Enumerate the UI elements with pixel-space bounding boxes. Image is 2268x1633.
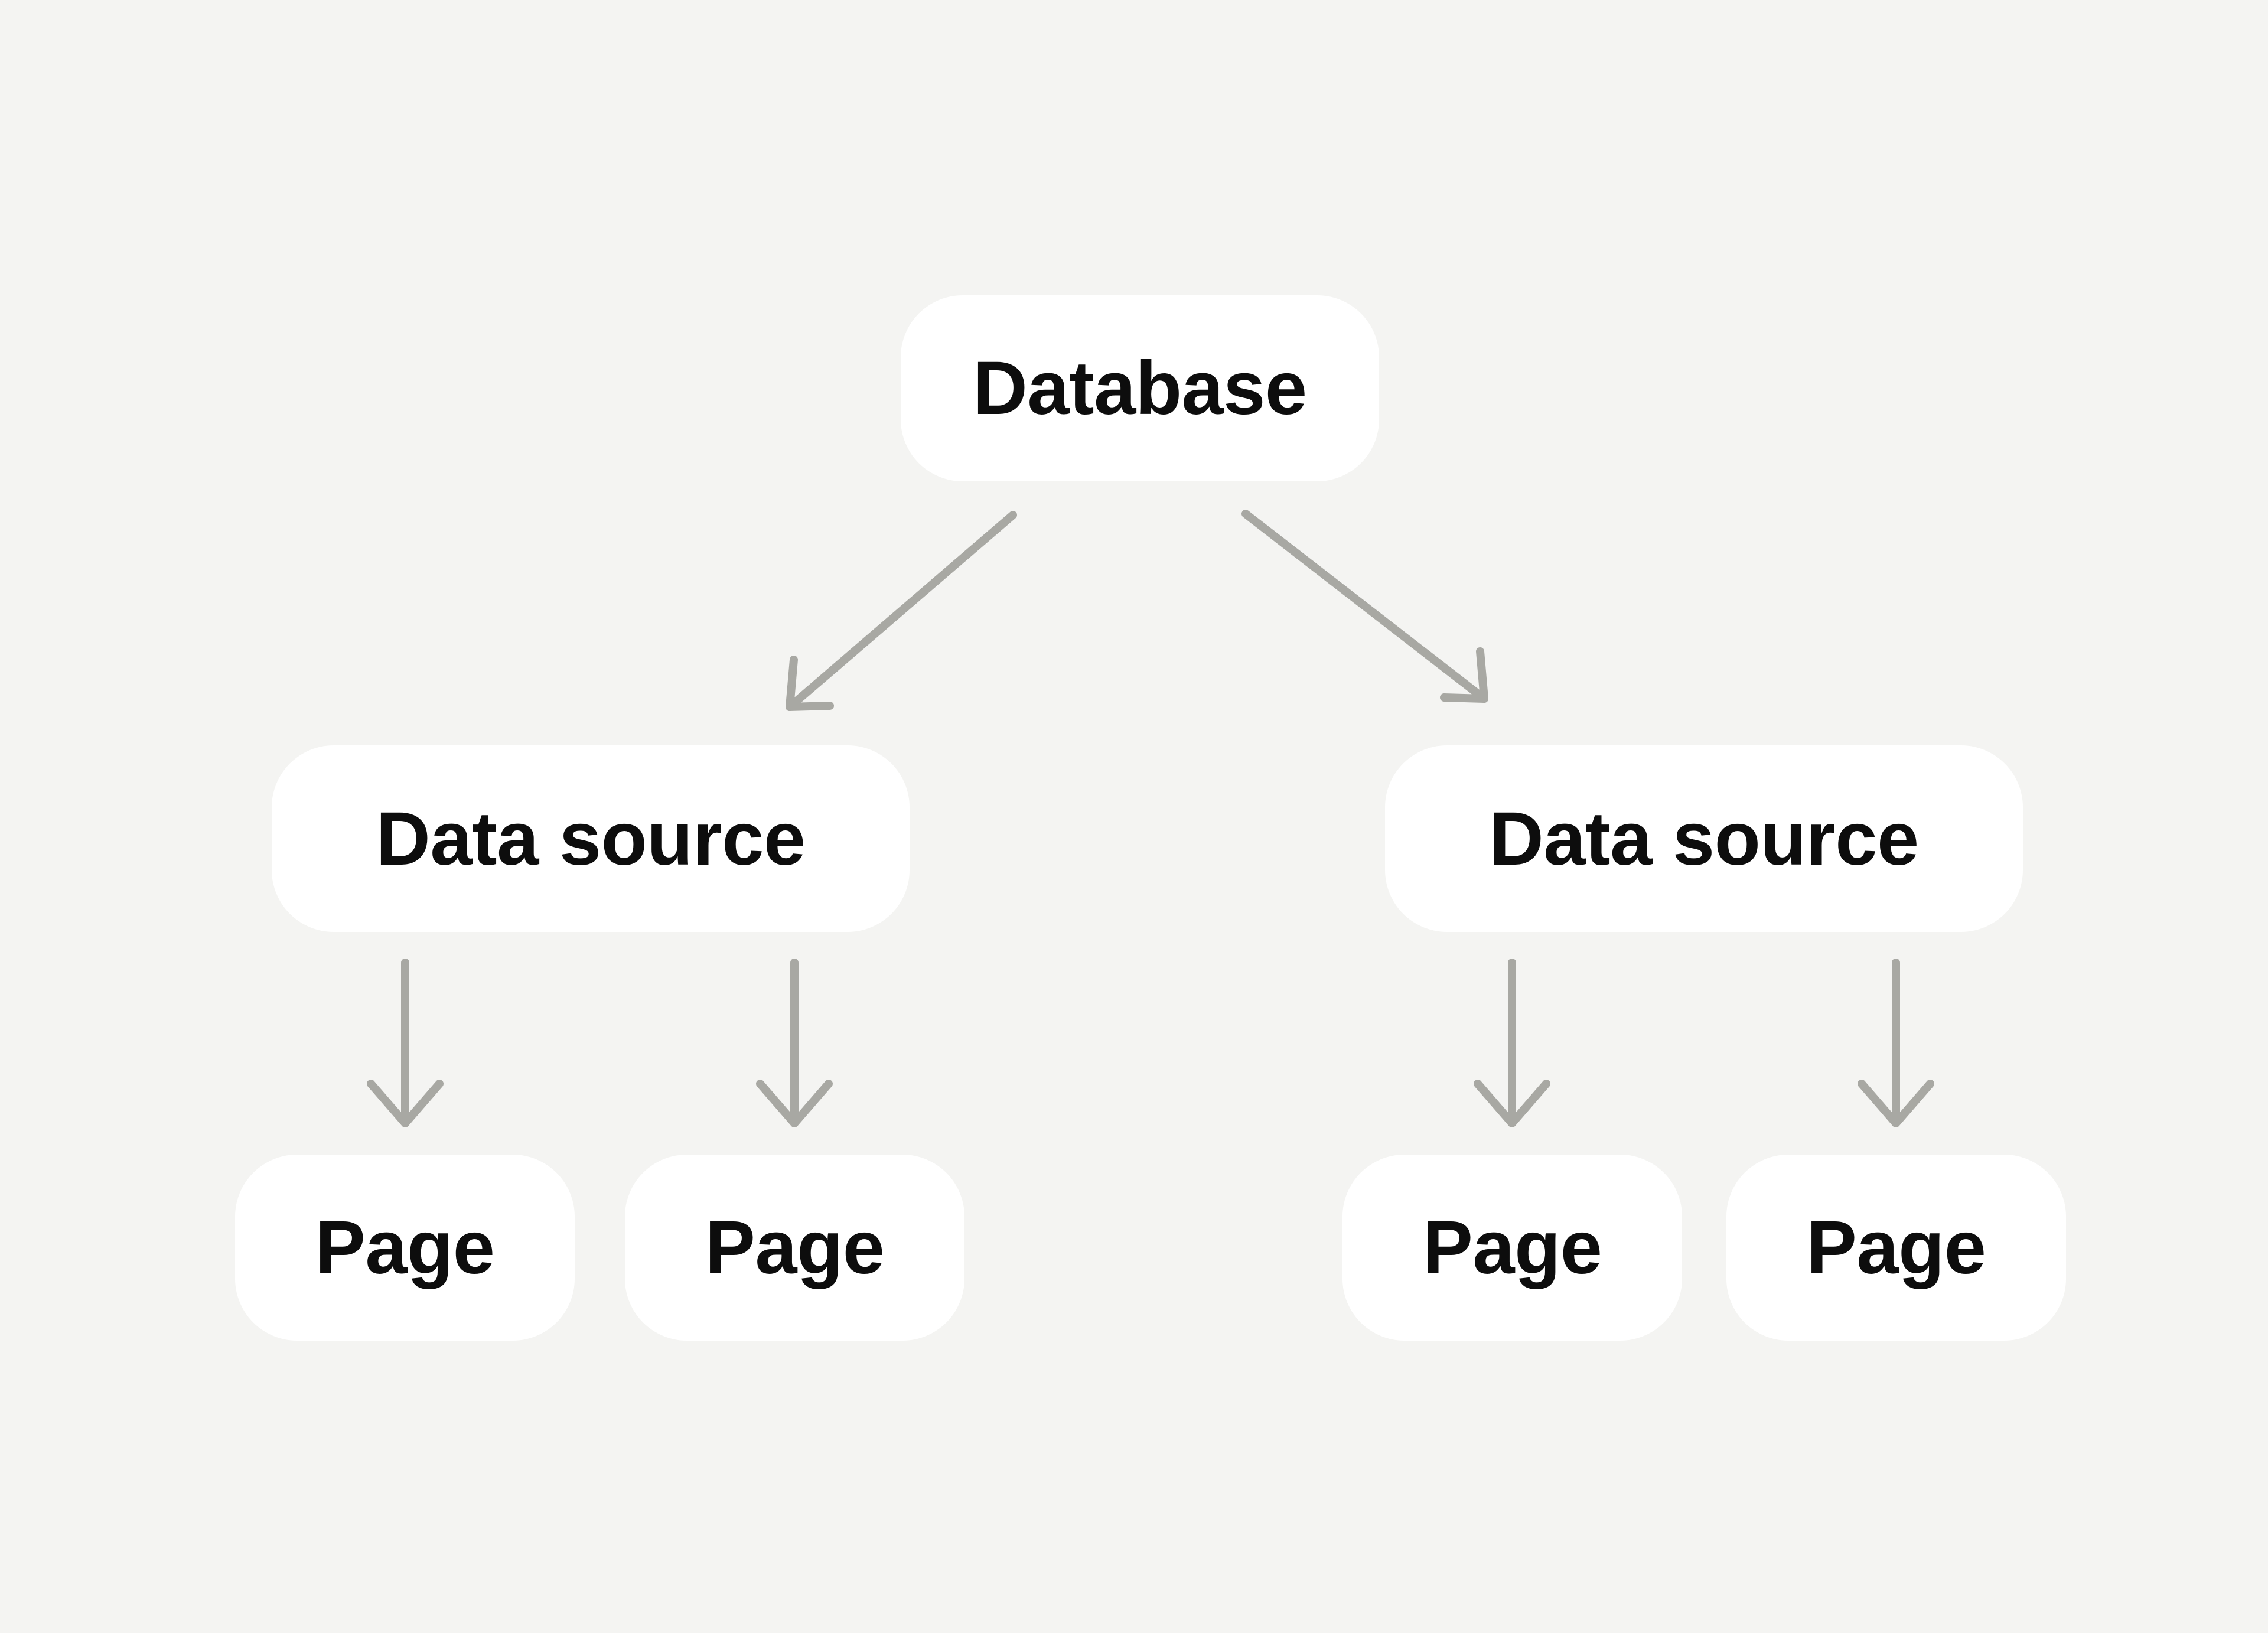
node-page-3-label: Page <box>1422 1205 1602 1290</box>
node-page-1-label: Page <box>315 1205 495 1290</box>
node-page-2: Page <box>625 1155 964 1341</box>
arrow-datasource-left-to-page-2 <box>756 959 833 1127</box>
node-datasource-left-label: Data source <box>376 796 806 881</box>
arrow-datasource-right-to-page-3 <box>1474 959 1550 1127</box>
node-page-4-label: Page <box>1806 1205 1986 1290</box>
node-datasource-right-label: Data source <box>1489 796 1919 881</box>
arrow-datasource-left-to-page-1 <box>367 959 444 1127</box>
node-database: Database <box>901 295 1379 481</box>
node-page-4: Page <box>1726 1155 2066 1341</box>
arrow-database-to-datasource-left <box>786 511 1017 711</box>
node-page-1: Page <box>235 1155 575 1341</box>
arrow-database-to-datasource-right <box>1241 510 1488 703</box>
node-page-2-label: Page <box>705 1205 885 1290</box>
node-datasource-left: Data source <box>272 745 910 932</box>
arrow-datasource-right-to-page-4 <box>1858 959 1934 1127</box>
node-page-3: Page <box>1342 1155 1682 1341</box>
node-datasource-right: Data source <box>1385 745 2023 932</box>
node-database-label: Database <box>973 346 1307 431</box>
